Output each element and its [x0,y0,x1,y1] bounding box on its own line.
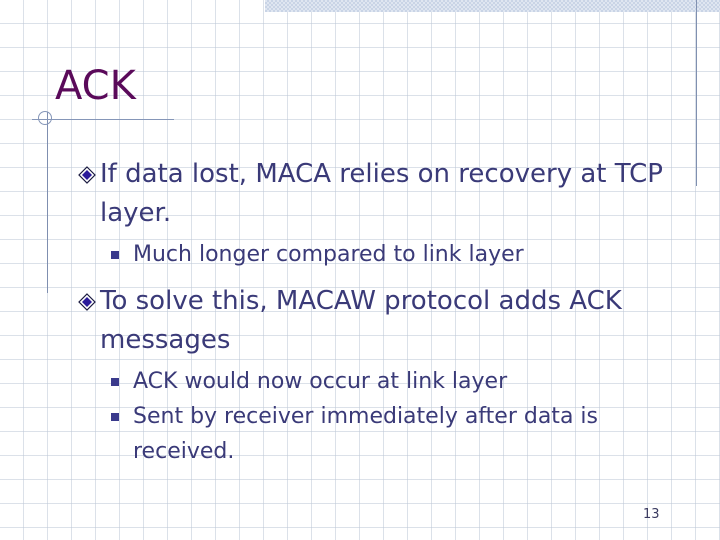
sub-bullet: Sent by receiver immediately after data … [78,399,678,469]
bullet-1-text: If data lost, MACA relies on recovery at… [100,159,663,228]
right-decorative-line [696,0,697,186]
sub-bullet-text: Much longer compared to link layer [133,242,524,267]
square-bullet-icon [111,413,119,421]
slide-body: If data lost, MACA relies on recovery at… [78,155,678,479]
bullet-1-sublist: Much longer compared to link layer [78,237,678,272]
square-bullet-icon [111,251,119,259]
title-underline [32,119,174,120]
bullet-2-sublist: ACK would now occur at link layer Sent b… [78,364,678,469]
top-decorative-band [265,0,720,12]
square-bullet-icon [111,378,119,386]
bullet-2-text: To solve this, MACAW protocol adds ACK m… [100,286,622,355]
sub-bullet-text: ACK would now occur at link layer [133,369,508,394]
sub-bullet: Much longer compared to link layer [78,237,678,272]
sub-bullet-text: Sent by receiver immediately after data … [133,404,598,464]
diamond-bullet-icon [78,293,96,311]
crosshair-circle-icon [38,111,52,125]
slide-title: ACK [55,63,136,109]
page-number: 13 [643,507,660,522]
bullet-2: To solve this, MACAW protocol adds ACK m… [78,282,678,360]
diamond-bullet-icon [78,166,96,184]
sub-bullet: ACK would now occur at link layer [78,364,678,399]
bullet-1: If data lost, MACA relies on recovery at… [78,155,678,233]
left-decorative-line [47,112,48,293]
